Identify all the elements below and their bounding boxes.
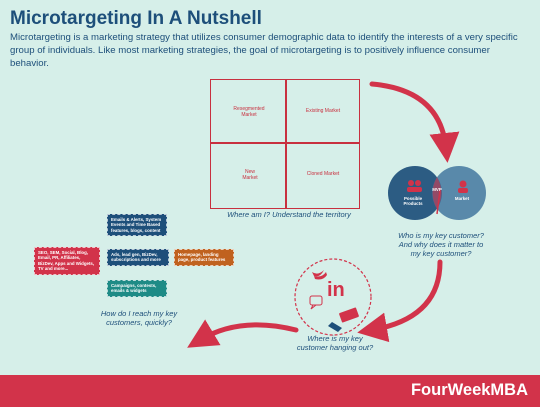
page-description: Microtargeting is a marketing strategy t… [10, 32, 518, 69]
linkedin-text: in [327, 279, 345, 301]
grid-divider-horizontal [211, 142, 359, 144]
social-caption-line-1: Where is my key [307, 334, 363, 343]
target-person-icon [458, 180, 468, 193]
channel-tag-seo: SEO, SEM, Social, Blog, Email, PR, Affil… [34, 247, 100, 275]
grid-divider-vertical [285, 80, 287, 208]
channel-tag-campaigns: Campaigns, contests, emails & widgets [107, 280, 167, 297]
footer-bar [0, 375, 540, 407]
venn-caption: Who is my key customer? And why does it … [386, 231, 496, 258]
venn-caption-line-2: And why does it matter to [398, 240, 484, 249]
channels-caption-line-1: How do I reach my key [100, 309, 178, 318]
channels-caption-line-2: customers, quickly? [106, 318, 172, 327]
speech-bubble-icon [309, 295, 323, 310]
grid-cell-new: New Market [242, 169, 258, 181]
people-icon [407, 180, 422, 192]
channels-caption: How do I reach my key customers, quickly… [84, 309, 194, 327]
social-caption: Where is my key customer hanging out? [290, 334, 380, 352]
grid-caption: Where am I? Understand the territory [227, 210, 351, 219]
venn-right-circle [432, 166, 486, 220]
venn-center-label: MVP [432, 187, 442, 192]
social-caption-line-2: customer hanging out? [296, 343, 374, 352]
arrow-to-channels [187, 319, 299, 348]
venn-caption-line-3: my key customer? [410, 249, 472, 258]
page-title: Microtargeting In A Nutshell [10, 8, 262, 29]
venn-pointer [436, 189, 441, 215]
venn-left-label: Possible Products [403, 196, 423, 207]
money-hand-icon [328, 307, 359, 332]
brand-logo-text: FourWeekMBA [410, 381, 528, 399]
arrow-to-venn [369, 81, 460, 163]
grid-cell-resegmented: Resegmented Market [233, 106, 265, 118]
venn-left-circle [388, 166, 442, 220]
venn-right-label: Market [454, 196, 470, 201]
grid-cell-existing: Existing Market [305, 108, 341, 114]
market-grid: Resegmented Market Existing Market New M… [210, 79, 360, 209]
channel-tag-ads: Ads, lead gen, BizDev, subscriptions and… [107, 249, 169, 266]
venn-caption-line-1: Who is my key customer? [398, 231, 484, 240]
channel-tag-homepage: Homepage, landing page, product features [174, 249, 234, 266]
channel-tag-emails: Emails & Alerts, System Events and Time … [107, 214, 167, 237]
arrow-to-social [357, 259, 443, 343]
grid-cell-cloned: Cloned Market [306, 171, 340, 177]
twitter-bird-icon [312, 270, 327, 280]
social-circle [294, 258, 372, 336]
